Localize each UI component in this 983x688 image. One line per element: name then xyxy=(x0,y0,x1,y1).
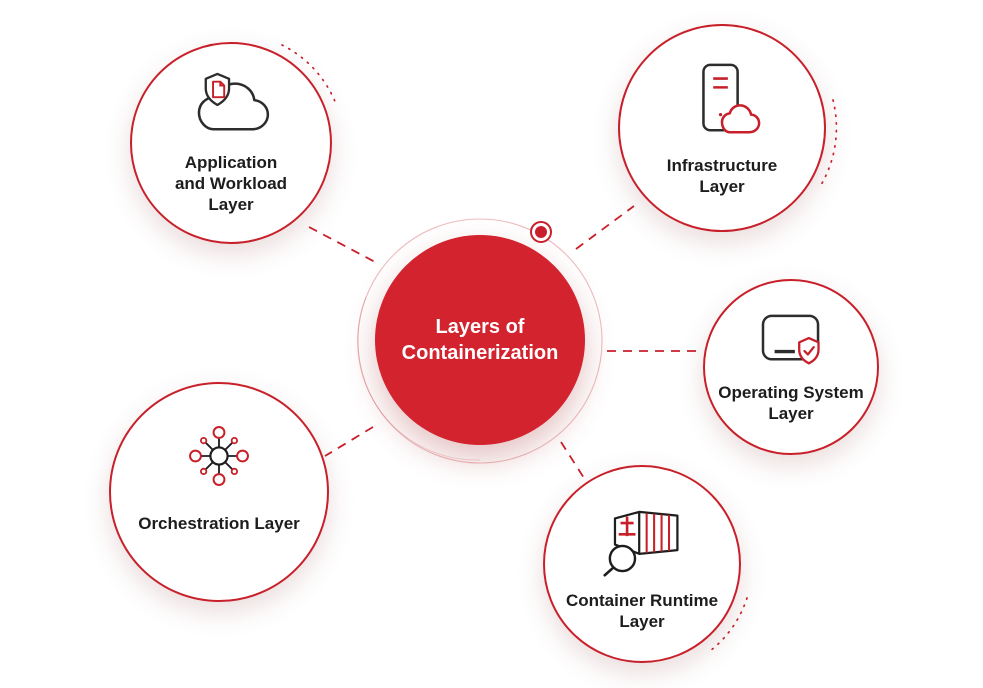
network-hub-icon xyxy=(181,418,257,499)
node-label: Infrastructure Layer xyxy=(667,155,778,197)
node-container-runtime: Container Runtime Layer xyxy=(543,465,741,663)
node-application-workload: Application and Workload Layer xyxy=(130,42,332,244)
node-orchestration: Orchestration Layer xyxy=(109,382,329,602)
center-label-line: Containerization xyxy=(401,342,559,364)
window-shield-check-icon xyxy=(760,311,822,372)
node-label-line: Operating System xyxy=(718,382,864,402)
center-node: Layers of Containerization xyxy=(375,235,585,445)
center-label-line: Layers of xyxy=(435,316,525,338)
server-cloud-icon xyxy=(681,60,763,147)
node-label-line: Layer xyxy=(699,176,745,196)
node-label-line: Application xyxy=(184,153,278,172)
node-infrastructure: Infrastructure Layer xyxy=(618,24,826,232)
center-label: Layers of Containerization xyxy=(402,314,559,366)
node-label-line: Orchestration Layer xyxy=(138,514,300,533)
cloud-shield-document-icon xyxy=(184,71,278,142)
orbit-dot-core xyxy=(535,226,547,238)
node-label: Application and Workload Layer xyxy=(175,152,287,215)
node-label: Orchestration Layer xyxy=(138,513,300,534)
connector-center-orchestration xyxy=(324,426,374,457)
node-label: Container Runtime Layer xyxy=(566,590,718,632)
node-label-line: Layer xyxy=(208,195,254,214)
node-label-line: Layer xyxy=(768,403,814,423)
node-label: Operating System Layer xyxy=(718,382,864,424)
node-operating-system: Operating System Layer xyxy=(703,279,879,455)
connector-center-runtime xyxy=(560,441,585,479)
node-label-line: Infrastructure xyxy=(666,155,778,175)
connector-center-infrastructure xyxy=(575,205,635,250)
orbit-dot xyxy=(530,221,552,243)
cargo-container-magnifier-icon xyxy=(597,497,687,584)
node-label-line: and Workload xyxy=(174,174,288,193)
connector-center-application xyxy=(308,226,378,264)
node-label-line: Container Runtime xyxy=(565,590,719,610)
node-label-line: Layer xyxy=(619,611,665,631)
